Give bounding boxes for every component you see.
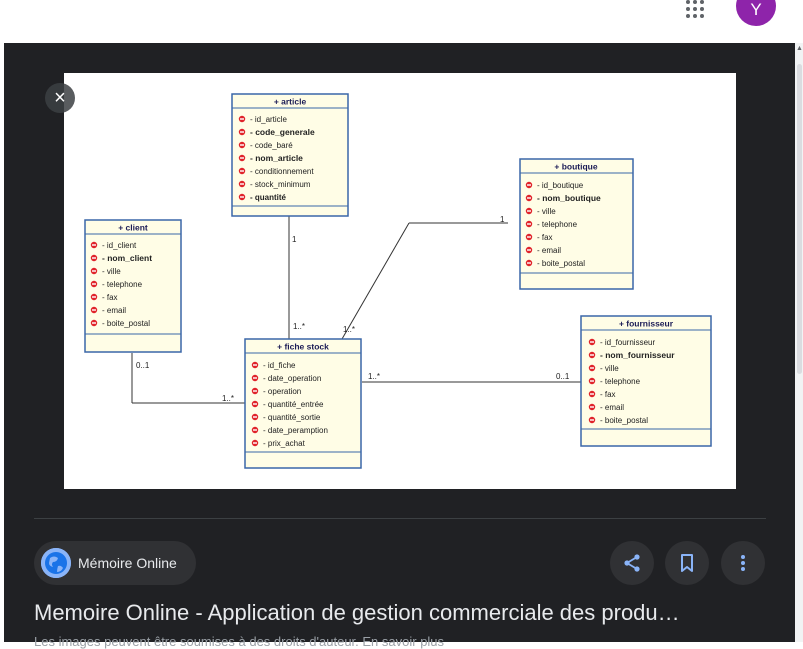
- class-attribute: - boite_postal: [102, 319, 150, 328]
- divider: [34, 518, 766, 519]
- class-attribute: - ville: [102, 267, 121, 276]
- class-attribute: - email: [102, 306, 126, 315]
- source-name: Mémoire Online: [78, 555, 177, 571]
- source-site-chip[interactable]: Mémoire Online: [34, 541, 196, 585]
- bookmark-icon: [681, 554, 693, 572]
- class-attribute: - id_fiche: [263, 361, 296, 370]
- scroll-up-icon[interactable]: ▲: [796, 45, 803, 52]
- globe-icon: [41, 548, 71, 578]
- class-title: + client: [118, 223, 148, 233]
- class-attribute: - telephone: [537, 220, 578, 229]
- multiplicity-label: 1..*: [343, 325, 355, 334]
- scrollbar-thumb[interactable]: [797, 64, 802, 374]
- uml-class-boutique: + boutique - id_boutique - nom_boutique …: [519, 158, 634, 290]
- save-button[interactable]: [665, 541, 709, 585]
- class-attribute: - quantité_sortie: [263, 413, 321, 422]
- top-bar: Y: [0, 0, 803, 43]
- class-attribute: - ville: [600, 364, 619, 373]
- class-attribute: - stock_minimum: [250, 180, 311, 189]
- class-attribute: - nom_fournisseur: [600, 350, 675, 360]
- class-attribute: - fax: [600, 390, 616, 399]
- multiplicity-label: 1: [292, 235, 297, 244]
- result-title[interactable]: Memoire Online - Application de gestion …: [34, 600, 680, 625]
- class-attribute: - quantité: [250, 193, 287, 202]
- class-attribute: - quantité_entrée: [263, 400, 324, 409]
- uml-class-client: + client - id_client - nom_client - vill…: [84, 219, 182, 353]
- class-attribute: - prix_achat: [263, 439, 306, 448]
- class-attribute: - id_boutique: [537, 181, 584, 190]
- close-icon[interactable]: ×: [45, 83, 75, 113]
- apps-grid-icon[interactable]: [683, 0, 707, 18]
- class-attribute: - fax: [537, 233, 553, 242]
- class-attribute: - telephone: [102, 280, 143, 289]
- class-attribute: - nom_article: [250, 153, 303, 163]
- share-button[interactable]: [610, 541, 654, 585]
- class-attribute: - boite_postal: [537, 259, 585, 268]
- more-options-button[interactable]: [721, 541, 765, 585]
- class-attribute: - operation: [263, 387, 301, 396]
- share-icon: [624, 554, 640, 572]
- class-attribute: - email: [537, 246, 561, 255]
- multiplicity-label: 1..*: [222, 394, 234, 403]
- association-lines: [131, 216, 581, 404]
- class-attribute: - code_generale: [250, 127, 315, 137]
- class-title: + boutique: [554, 162, 597, 172]
- class-attribute: - nom_boutique: [537, 193, 601, 203]
- uml-class-diagram: 1 1..* 1 1..* 0..1 1..* 1..* 0..1 + arti…: [84, 93, 712, 469]
- class-attribute: - date_peramption: [263, 426, 328, 435]
- class-attribute: - email: [600, 403, 624, 412]
- avatar-letter: Y: [750, 0, 762, 19]
- class-title: + article: [274, 97, 307, 107]
- multiplicity-label: 1..*: [368, 372, 380, 381]
- multiplicity-label: 1..*: [293, 322, 305, 331]
- multiplicity-label: 0..1: [136, 361, 150, 370]
- more-vert-icon: [741, 555, 745, 571]
- class-attribute: - id_article: [250, 115, 287, 124]
- class-attribute: - conditionnement: [250, 167, 314, 176]
- image-preview[interactable]: 1 1..* 1 1..* 0..1 1..* 1..* 0..1 + arti…: [64, 73, 736, 489]
- class-attribute: - fax: [102, 293, 118, 302]
- class-title: + fournisseur: [619, 319, 674, 329]
- multiplicity-label: 1: [500, 215, 505, 224]
- class-attribute: - nom_client: [102, 253, 152, 263]
- class-attribute: - id_fournisseur: [600, 338, 655, 347]
- class-attribute: - id_client: [102, 241, 137, 250]
- uml-class-fiche-stock: + fiche stock - id_fiche - date_operatio…: [244, 338, 362, 469]
- uml-class-fournisseur: + fournisseur - id_fournisseur - nom_fou…: [580, 315, 712, 447]
- class-attribute: - date_operation: [263, 374, 321, 383]
- multiplicity-label: 0..1: [556, 372, 570, 381]
- account-avatar[interactable]: Y: [736, 0, 776, 26]
- uml-class-article: + article - id_article - code_generale -…: [231, 93, 349, 217]
- class-attribute: - telephone: [600, 377, 641, 386]
- class-title: + fiche stock: [277, 342, 329, 352]
- class-attribute: - boite_postal: [600, 416, 648, 425]
- class-attribute: - code_baré: [250, 141, 293, 150]
- class-attribute: - ville: [537, 207, 556, 216]
